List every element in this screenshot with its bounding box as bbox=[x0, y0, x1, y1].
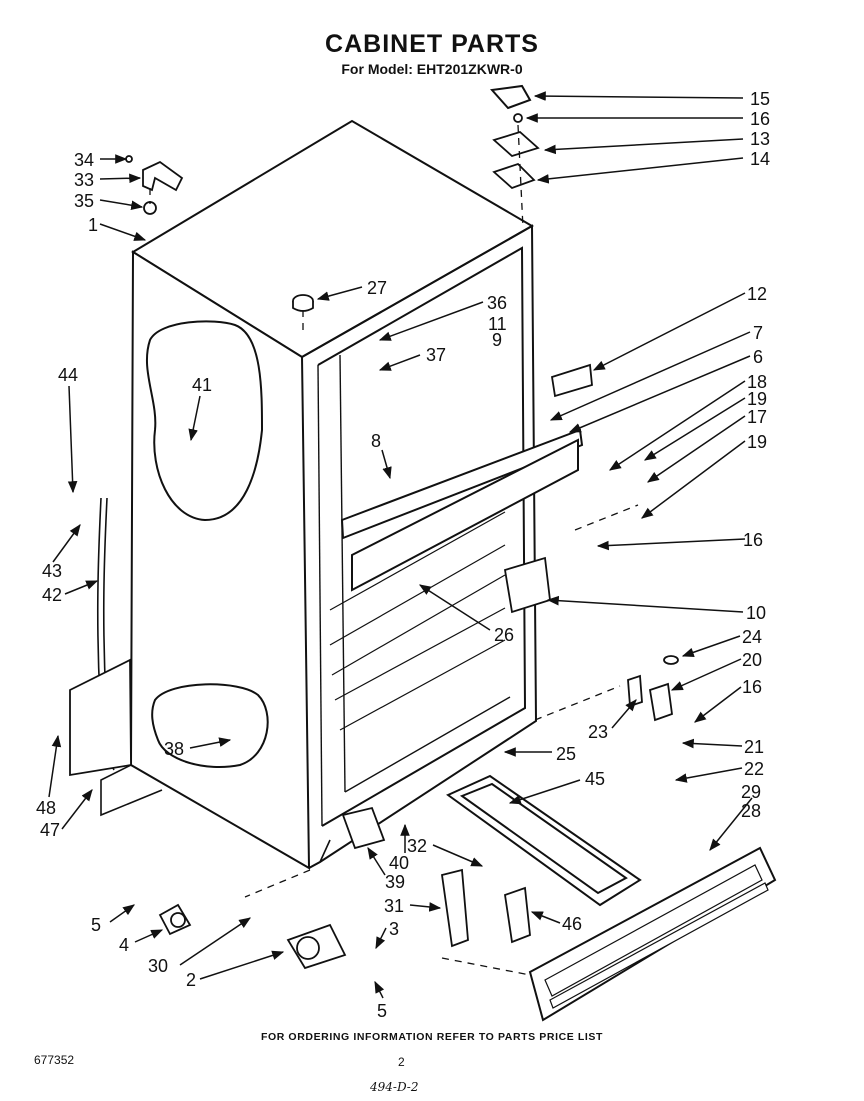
drain-pan-45 bbox=[446, 774, 642, 907]
leader-lines bbox=[48, 91, 753, 999]
side-cutaway-upper bbox=[145, 320, 264, 522]
roller-2 bbox=[286, 923, 347, 970]
part-label: 44 bbox=[58, 365, 78, 385]
part-label: 43 bbox=[42, 561, 62, 581]
roller-4 bbox=[158, 903, 192, 936]
part-label: 10 bbox=[746, 603, 766, 623]
part-label: 16 bbox=[743, 530, 763, 550]
part-label: 3 bbox=[389, 919, 399, 939]
part-label: 33 bbox=[74, 170, 94, 190]
bracket-39 bbox=[341, 806, 386, 850]
bracket-47 bbox=[69, 658, 132, 777]
part-label: 48 bbox=[36, 798, 56, 818]
cabinet-body bbox=[100, 119, 584, 870]
part-label: 26 bbox=[494, 625, 514, 645]
part-label: 36 bbox=[487, 293, 507, 313]
part-label: 16 bbox=[742, 677, 762, 697]
bracket-31 bbox=[440, 868, 469, 948]
alignment-dashes bbox=[149, 124, 639, 976]
clip-46 bbox=[504, 886, 531, 944]
part-label: 13 bbox=[750, 129, 770, 149]
part-label: 21 bbox=[744, 737, 764, 757]
part-label: 15 bbox=[750, 89, 770, 109]
part-label: 45 bbox=[585, 769, 605, 789]
page-title: CABINET PARTS bbox=[325, 30, 539, 58]
date-code: 494-D-2 bbox=[370, 1080, 419, 1094]
part-label: 17 bbox=[747, 407, 767, 427]
drawing-number: 677352 bbox=[34, 1053, 75, 1067]
part-label: 39 bbox=[385, 872, 405, 892]
part-label: 6 bbox=[753, 347, 763, 367]
part-label: 5 bbox=[91, 915, 101, 935]
part-label: 34 bbox=[74, 150, 94, 170]
plug-27 bbox=[292, 294, 314, 312]
part-label: 19 bbox=[747, 432, 767, 452]
model-subtitle: For Model: EHT201ZKWR-0 bbox=[341, 61, 523, 77]
part-label: 18 bbox=[747, 372, 767, 392]
toe-grille-28 bbox=[528, 846, 777, 1022]
hinge-plate-13-14 bbox=[492, 113, 540, 190]
part-label: 37 bbox=[426, 345, 446, 365]
part-number-labels: 15 16 13 14 34 33 35 1 27 12 36 11 9 7 6… bbox=[36, 89, 770, 1021]
part-label: 20 bbox=[742, 650, 762, 670]
part-label: 1 bbox=[88, 215, 98, 235]
bottom-hinge-20 bbox=[627, 655, 679, 722]
part-label: 35 bbox=[74, 191, 94, 211]
part-label: 29 bbox=[741, 782, 761, 802]
part-label: 5 bbox=[377, 1001, 387, 1021]
part-label: 28 bbox=[741, 801, 761, 821]
part-label: 9 bbox=[492, 330, 502, 350]
part-label: 22 bbox=[744, 759, 764, 779]
door-stop-33 bbox=[125, 155, 184, 215]
part-label: 19 bbox=[747, 389, 767, 409]
part-label: 27 bbox=[367, 278, 387, 298]
part-label: 38 bbox=[164, 739, 184, 759]
part-label: 40 bbox=[389, 853, 409, 873]
part-label: 32 bbox=[407, 836, 427, 856]
part-label: 11 bbox=[488, 314, 507, 334]
part-label: 25 bbox=[556, 744, 576, 764]
part-label: 46 bbox=[562, 914, 582, 934]
part-label: 24 bbox=[742, 627, 762, 647]
part-label: 2 bbox=[186, 970, 196, 990]
part-label: 8 bbox=[371, 431, 381, 451]
part-label: 41 bbox=[192, 375, 212, 395]
part-label: 7 bbox=[753, 323, 763, 343]
part-label: 16 bbox=[750, 109, 770, 129]
part-label: 14 bbox=[750, 149, 770, 169]
label-12 bbox=[550, 363, 593, 398]
part-label: 30 bbox=[148, 956, 168, 976]
page-number: 2 bbox=[398, 1055, 405, 1069]
part-label: 47 bbox=[40, 820, 60, 840]
part-label: 31 bbox=[384, 896, 404, 916]
part-label: 42 bbox=[42, 585, 62, 605]
part-label: 12 bbox=[747, 284, 767, 304]
ordering-note: FOR ORDERING INFORMATION REFER TO PARTS … bbox=[260, 1031, 604, 1043]
side-cutaway-lower bbox=[151, 683, 269, 769]
hinge-bracket-10 bbox=[503, 556, 551, 614]
part-label: 4 bbox=[119, 935, 129, 955]
part-label: 23 bbox=[588, 722, 608, 742]
hinge-cover-15 bbox=[490, 84, 532, 110]
